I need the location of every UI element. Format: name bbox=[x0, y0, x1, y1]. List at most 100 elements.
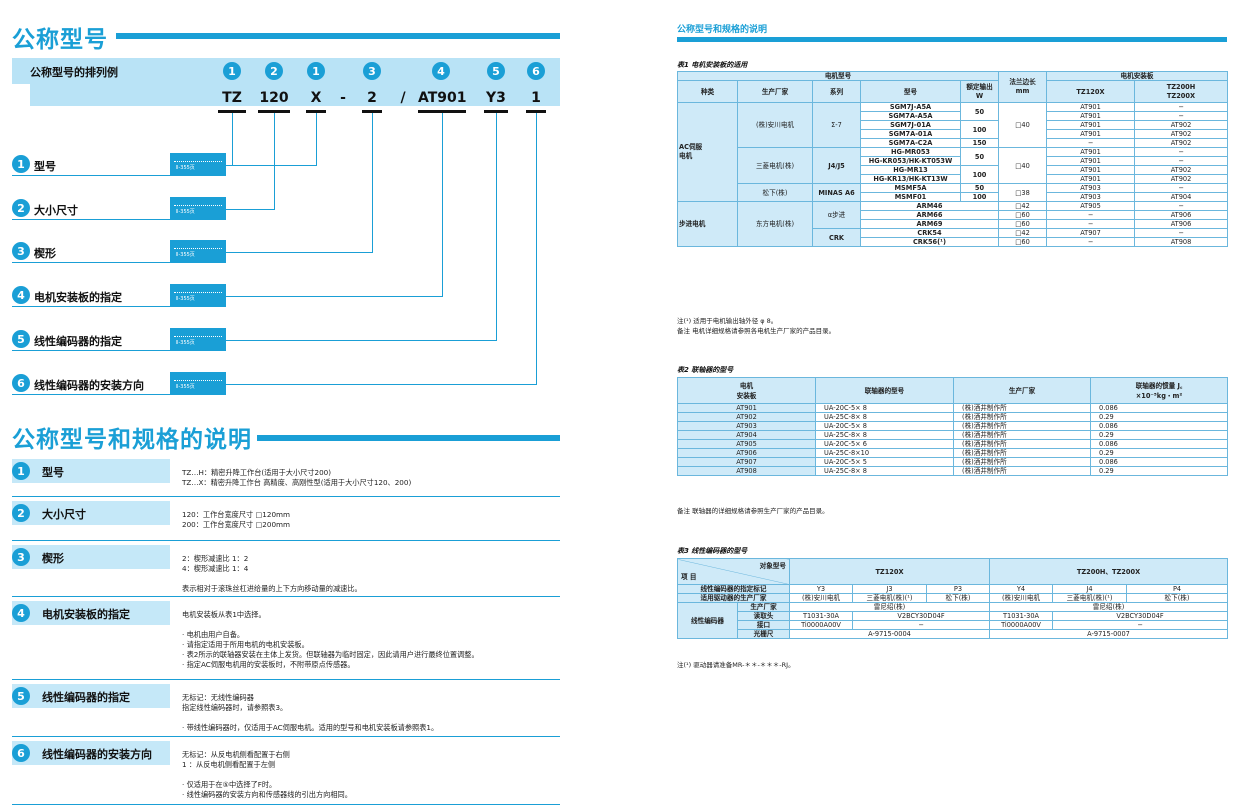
code-number-6: 6 bbox=[527, 62, 545, 80]
td-flange: □42 bbox=[998, 201, 1047, 211]
item-label: 线性编码器的安装方向 bbox=[34, 379, 144, 392]
td-cell: A-9715-0007 bbox=[989, 629, 1229, 639]
td-b: AT902 bbox=[1134, 174, 1228, 184]
table1-notes: 注(¹) 适用于电机输出轴外径 φ 8。备注 电机详细规格请参照各电机生产厂家的… bbox=[677, 317, 836, 336]
td-label: 适用驱动器的生产厂家 bbox=[677, 593, 790, 603]
table3-note: 注(¹) 驱动器请准备MR-＊＊-＊＊＊-RJ。 bbox=[677, 661, 795, 669]
spec-label: 线性编码器的安装方向 bbox=[42, 748, 152, 761]
item-underline bbox=[12, 262, 226, 263]
td-cell: AT902 bbox=[677, 412, 816, 422]
td-b: AT902 bbox=[1134, 165, 1228, 175]
td-cell: T1031-30A bbox=[789, 611, 853, 621]
spec-label: 楔形 bbox=[42, 552, 64, 565]
code-slash: / bbox=[400, 90, 406, 106]
td-cell: 雷尼绍(株) bbox=[989, 602, 1229, 612]
td-cell: P3 bbox=[925, 584, 991, 594]
td-cell: 0.29 bbox=[1090, 412, 1228, 422]
code-underline bbox=[218, 110, 246, 113]
item-underline bbox=[12, 219, 226, 220]
title-underline bbox=[257, 435, 560, 441]
connector bbox=[232, 113, 233, 165]
td-model: HG-MR053 bbox=[860, 147, 961, 157]
td-cell: P4 bbox=[1126, 584, 1229, 594]
page-ref-link[interactable]: Ⅱ-355页 bbox=[170, 372, 226, 394]
td-cell: Ti0000A00V bbox=[989, 620, 1054, 630]
td-cell: Y4 bbox=[989, 584, 1054, 594]
th-plate: 电机安装板 bbox=[677, 377, 816, 404]
spec-label: 型号 bbox=[42, 466, 64, 479]
th-inertia: 联轴器的惯量 J꜀×10⁻⁵kg・m² bbox=[1090, 377, 1228, 404]
code-underline bbox=[258, 110, 290, 113]
td-flange: □40 bbox=[998, 102, 1047, 148]
page-ref-link[interactable]: Ⅱ-355页 bbox=[170, 197, 226, 219]
td-cell: T1031-30A bbox=[989, 611, 1054, 621]
page-ref-link[interactable]: Ⅱ-355页 bbox=[170, 240, 226, 262]
connector bbox=[226, 209, 275, 210]
td-cell: UA-20C-5× 8 bbox=[815, 421, 954, 431]
th-series: 系列 bbox=[812, 80, 861, 103]
td-model: HG-KR13/HK-KT13W bbox=[860, 174, 961, 184]
spec-body bbox=[170, 601, 560, 679]
td-a: − bbox=[1046, 138, 1135, 148]
td-b: AT908 bbox=[1134, 237, 1228, 247]
td-model: SGM7J-A5A bbox=[860, 102, 961, 112]
td-a: − bbox=[1046, 237, 1135, 247]
td-maker: (株)安川电机 bbox=[737, 102, 813, 148]
spec-body bbox=[170, 459, 560, 496]
td-b: − bbox=[1134, 156, 1228, 166]
spec-number-icon: 4 bbox=[12, 604, 30, 622]
th-kind: 种类 bbox=[677, 80, 738, 103]
spec-label: 线性编码器的指定 bbox=[42, 691, 130, 704]
table3-title: 表3 线性编码器的型号 bbox=[677, 547, 748, 555]
td-a: AT903 bbox=[1046, 183, 1135, 193]
connector bbox=[274, 113, 275, 209]
th-maker: 生产厂家 bbox=[737, 80, 813, 103]
code-number-4: 4 bbox=[432, 62, 450, 80]
spec-text: TZ…H：精密升降工作台(适用于大小尺寸200)TZ…X：精密升降工作台 高精度… bbox=[182, 468, 412, 487]
td-cell: UA-25C-8× 8 bbox=[815, 466, 954, 476]
code-120: 120 bbox=[259, 90, 289, 106]
td-model: CRK56(¹) bbox=[860, 237, 999, 247]
item-number-icon: 3 bbox=[12, 242, 30, 260]
td-model: SGM7A-01A bbox=[860, 129, 961, 139]
td-b: − bbox=[1134, 147, 1228, 157]
code-1: 1 bbox=[531, 90, 541, 106]
td-cell: V2BCY30D04F bbox=[851, 611, 991, 621]
td-cell: (株)酒井制作所 bbox=[953, 403, 1091, 413]
td-power: 50 bbox=[960, 183, 999, 193]
td-cell: AT905 bbox=[677, 439, 816, 449]
td-flange: □42 bbox=[998, 228, 1047, 238]
page-ref-link[interactable]: Ⅱ-355页 bbox=[170, 153, 226, 175]
td-a: AT901 bbox=[1046, 147, 1135, 157]
td-b: AT906 bbox=[1134, 210, 1228, 220]
connector bbox=[226, 384, 537, 385]
item-label: 楔形 bbox=[34, 247, 56, 260]
table2-coupling: 电机安装板联轴器的型号生产厂家联轴器的惯量 J꜀×10⁻⁵kg・m² AT901… bbox=[677, 377, 1228, 476]
td-b: AT902 bbox=[1134, 129, 1228, 139]
th-diagonal: 对象型号项 目 bbox=[677, 558, 790, 585]
item-label: 型号 bbox=[34, 160, 56, 173]
td-model: MSMF01 bbox=[860, 192, 961, 202]
right-title: 公称型号和规格的说明 bbox=[677, 25, 768, 35]
td-cell: UA-25C-8×10 bbox=[815, 448, 954, 458]
td-a: − bbox=[1046, 219, 1135, 229]
td-cell: − bbox=[851, 620, 991, 630]
th-motor: 电机型号 bbox=[677, 71, 999, 81]
td-cell: (株)酒井制作所 bbox=[953, 439, 1091, 449]
code-number-1b: 1 bbox=[307, 62, 325, 80]
item-label: 电机安装板的指定 bbox=[34, 291, 122, 304]
td-cell: 0.086 bbox=[1090, 457, 1228, 467]
page-ref-link[interactable]: Ⅱ-355页 bbox=[170, 328, 226, 350]
page-ref-link[interactable]: Ⅱ-355页 bbox=[170, 284, 226, 306]
td-power: 50 bbox=[960, 102, 999, 121]
connector bbox=[372, 113, 373, 252]
item-label: 线性编码器的指定 bbox=[34, 335, 122, 348]
spec-text: 电机安装板从表1中选择。· 电机由用户自备。· 请指定适用于所用电机的电机安装板… bbox=[182, 610, 479, 669]
td-power: 100 bbox=[960, 165, 999, 184]
code-x: X bbox=[310, 90, 322, 106]
code-2: 2 bbox=[367, 90, 377, 106]
td-cell: 0.29 bbox=[1090, 466, 1228, 476]
